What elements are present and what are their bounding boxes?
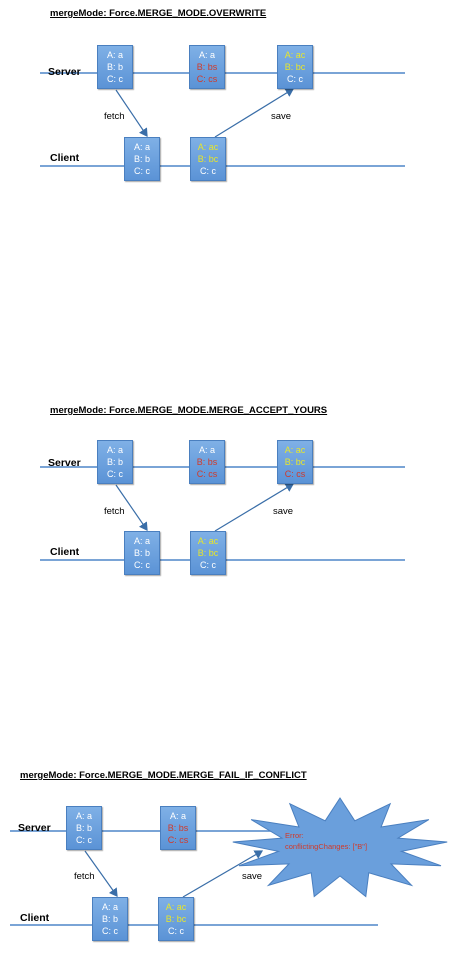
error-message: Error: conflictingChanges: ["B"] bbox=[285, 830, 367, 852]
client-label: Client bbox=[20, 912, 50, 924]
field-value: A: ac bbox=[197, 142, 219, 152]
field-value: C: c bbox=[133, 166, 150, 176]
record-state-box: A: a B: b C: c bbox=[124, 137, 160, 181]
record-state-box: A: ac B: bc C: c bbox=[158, 897, 194, 941]
record-state-box: A: a B: b C: c bbox=[92, 897, 128, 941]
record-state-box: A: a B: b C: c bbox=[97, 440, 133, 484]
client-label: Client bbox=[50, 546, 80, 558]
field-value: C: cs bbox=[284, 469, 306, 479]
field-value: B: b bbox=[106, 62, 123, 72]
field-value: C: c bbox=[199, 166, 216, 176]
field-value: B: b bbox=[133, 548, 150, 558]
field-value: A: ac bbox=[165, 902, 187, 912]
field-value: A: a bbox=[75, 811, 92, 821]
record-state-box: A: a B: b C: c bbox=[66, 806, 102, 850]
field-value: C: cs bbox=[196, 74, 218, 84]
save-label: save bbox=[242, 871, 263, 882]
field-value: B: b bbox=[106, 457, 123, 467]
field-value: B: bc bbox=[284, 62, 306, 72]
record-state-box: A: ac B: bc C: c bbox=[190, 531, 226, 575]
server-label: Server bbox=[18, 822, 51, 834]
field-value: B: bs bbox=[196, 62, 218, 72]
error-burst-shape bbox=[232, 797, 448, 898]
field-value: B: bc bbox=[197, 154, 219, 164]
fetch-arrow bbox=[115, 484, 148, 531]
field-value: C: c bbox=[167, 926, 184, 936]
field-value: C: c bbox=[75, 835, 92, 845]
field-value: B: bs bbox=[196, 457, 218, 467]
server-label: Server bbox=[48, 457, 81, 469]
field-value: B: b bbox=[133, 154, 150, 164]
record-state-box: A: a B: bs C: cs bbox=[189, 45, 225, 89]
field-value: C: c bbox=[199, 560, 216, 570]
field-value: C: c bbox=[286, 74, 303, 84]
save-label: save bbox=[271, 111, 292, 122]
field-value: A: ac bbox=[197, 536, 219, 546]
field-value: A: a bbox=[198, 445, 215, 455]
field-value: C: c bbox=[101, 926, 118, 936]
field-value: A: ac bbox=[284, 445, 306, 455]
record-state-box: A: a B: bs C: cs bbox=[160, 806, 196, 850]
field-value: C: c bbox=[106, 74, 123, 84]
field-value: C: cs bbox=[196, 469, 218, 479]
field-value: B: b bbox=[101, 914, 118, 924]
record-state-box: A: ac B: bc C: cs bbox=[277, 440, 313, 484]
fetch-arrow bbox=[84, 850, 118, 897]
save-arrow bbox=[214, 483, 295, 532]
fetch-label: fetch bbox=[74, 871, 95, 882]
record-state-box: A: a B: b C: c bbox=[97, 45, 133, 89]
field-value: B: bc bbox=[165, 914, 187, 924]
diagram-title: mergeMode: Force.MERGE_MODE.MERGE_FAIL_I… bbox=[20, 770, 307, 781]
field-value: B: b bbox=[75, 823, 92, 833]
field-value: A: a bbox=[169, 811, 186, 821]
field-value: A: a bbox=[133, 536, 150, 546]
fetch-arrow bbox=[115, 89, 148, 137]
error-detail: conflictingChanges: ["B"] bbox=[285, 842, 368, 851]
field-value: B: bs bbox=[167, 823, 189, 833]
fetch-label: fetch bbox=[104, 111, 125, 122]
field-value: A: a bbox=[101, 902, 118, 912]
field-value: C: c bbox=[133, 560, 150, 570]
diagram-title: mergeMode: Force.MERGE_MODE.MERGE_ACCEPT… bbox=[50, 405, 328, 416]
diagram-title: mergeMode: Force.MERGE_MODE.OVERWRITE bbox=[50, 8, 267, 19]
error-heading: Error: bbox=[285, 831, 304, 840]
field-value: C: cs bbox=[167, 835, 189, 845]
client-label: Client bbox=[50, 152, 80, 164]
record-state-box: A: ac B: bc C: c bbox=[190, 137, 226, 181]
field-value: A: a bbox=[106, 50, 123, 60]
save-label: save bbox=[273, 506, 294, 517]
field-value: A: a bbox=[106, 445, 123, 455]
field-value: C: c bbox=[106, 469, 123, 479]
record-state-box: A: a B: b C: c bbox=[124, 531, 160, 575]
field-value: A: a bbox=[133, 142, 150, 152]
save-arrow bbox=[182, 850, 264, 898]
record-state-box: A: a B: bs C: cs bbox=[189, 440, 225, 484]
fetch-label: fetch bbox=[104, 506, 125, 517]
field-value: A: a bbox=[198, 50, 215, 60]
save-arrow bbox=[214, 88, 295, 138]
server-label: Server bbox=[48, 66, 81, 78]
field-value: B: bc bbox=[284, 457, 306, 467]
record-state-box: A: ac B: bc C: c bbox=[277, 45, 313, 89]
field-value: A: ac bbox=[284, 50, 306, 60]
field-value: B: bc bbox=[197, 548, 219, 558]
